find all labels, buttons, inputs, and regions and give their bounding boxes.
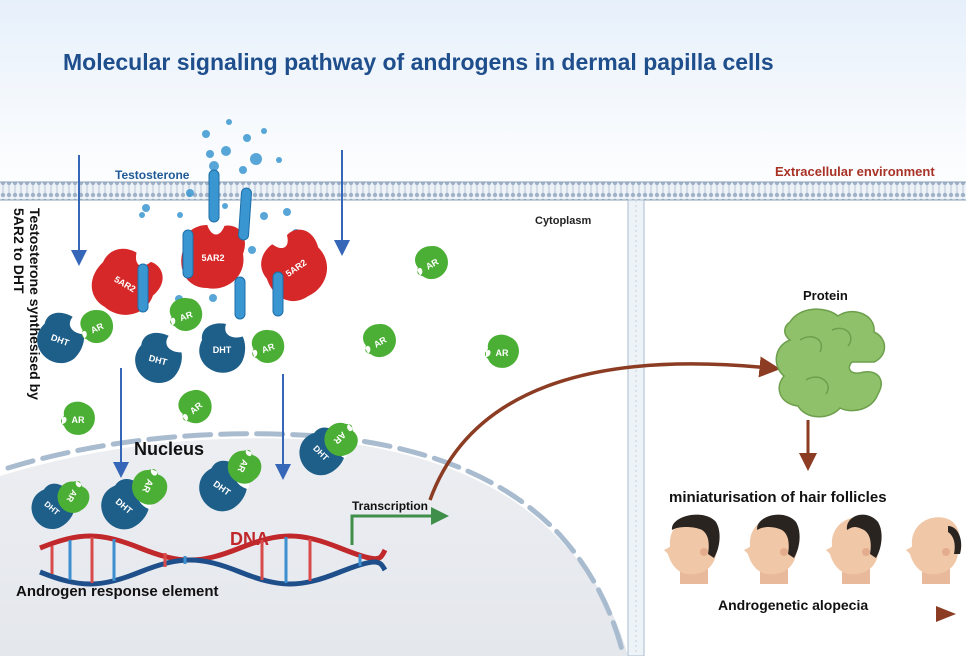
testosterone-channel-icon [182, 229, 194, 279]
testosterone-dot-icon [209, 161, 219, 171]
svg-text:DHT: DHT [148, 353, 169, 368]
testosterone-dot-icon [239, 166, 247, 174]
androgen-receptor-icon: AR [178, 389, 212, 424]
are-label: Androgen response element [16, 583, 219, 600]
testosterone-channel-icon [208, 169, 220, 223]
cell-membrane [0, 182, 966, 200]
testosterone-channel-icon [272, 271, 284, 317]
enzyme-5ar2-icon: 5AR2 [261, 229, 327, 301]
transcription-arrow [350, 507, 449, 545]
testosterone-dot-icon [177, 212, 183, 218]
testosterone-dot-icon [139, 212, 145, 218]
alopecia-label: Androgenetic alopecia [718, 597, 868, 613]
svg-text:AR: AR [72, 415, 85, 425]
head-silhouette-icon [744, 514, 800, 584]
transcription-to-protein-arrow [428, 356, 781, 501]
dht-molecule-icon: DHT [199, 323, 246, 373]
testosterone-channel-icon [238, 187, 252, 241]
testosterone-dot-icon [202, 130, 210, 138]
transcription-label: Transcription [352, 499, 428, 513]
testosterone-dot-icon [186, 189, 194, 197]
androgen-receptor-icon: AR [227, 449, 262, 484]
dht-molecule-icon: DHT [135, 332, 183, 384]
dna-label: DNA [230, 529, 269, 549]
protein-label: Protein [803, 288, 848, 303]
testosterone-dot-icon [261, 128, 267, 134]
page-title: Molecular signaling pathway of androgens… [63, 49, 774, 75]
testosterone-dot-icon [250, 153, 262, 165]
svg-text:5AR2: 5AR2 [201, 253, 224, 263]
testosterone-dot-icon [142, 204, 150, 212]
testosterone-dot-icon [283, 208, 291, 216]
androgen-receptor-icon: AR [57, 480, 90, 513]
miniaturisation-label: miniaturisation of hair follicles [669, 489, 887, 506]
testosterone-dot-icon [222, 203, 228, 209]
testosterone-dot-icon [243, 134, 251, 142]
testosterone-dot-icon [209, 294, 217, 302]
testosterone-dot-icon [221, 146, 231, 156]
testosterone-channel-icon [234, 276, 246, 320]
head-progression [664, 514, 962, 584]
testosterone-label: Testosterone [115, 168, 190, 182]
nucleus-label: Nucleus [134, 439, 204, 459]
androgen-receptor-icon: AR [169, 297, 203, 332]
androgen-receptor-icon: AR [415, 246, 448, 280]
svg-text:AR: AR [178, 309, 194, 323]
nuclear-envelope [5, 431, 625, 653]
head-silhouette-icon [826, 514, 882, 584]
testosterone-dot-icon [206, 150, 214, 158]
testosterone-dot-icon [226, 119, 232, 125]
side-label-line2: 5AR2 to DHT [11, 208, 27, 294]
testosterone-dot-icon [248, 246, 256, 254]
androgen-receptor-icon: AR [61, 401, 95, 435]
testosterone-channel-icon [137, 263, 149, 313]
svg-text:AR: AR [496, 348, 509, 358]
cytoplasm-label: Cytoplasm [535, 215, 591, 227]
androgen-receptor-icon: AR [324, 422, 358, 456]
extracellular-label: Extracellular environment [775, 164, 935, 179]
testosterone-dot-icon [260, 212, 268, 220]
androgen-receptor-icon: AR [485, 334, 519, 368]
androgen-receptor-icon: AR [363, 324, 396, 358]
svg-text:AR: AR [260, 341, 276, 355]
testosterone-dot-icon [276, 157, 282, 163]
protein-icon [775, 308, 886, 418]
cell-divider [627, 199, 645, 656]
dht-molecule-icon: DHT [37, 312, 86, 364]
side-label-line1: Testosterone synthesised by [27, 208, 43, 400]
androgen-receptor-icon: AR [132, 468, 168, 505]
head-silhouette-icon [664, 514, 720, 584]
androgen-receptor-icon: AR [251, 329, 285, 364]
enzyme-5ar2-icon: 5AR2 [181, 224, 245, 289]
svg-text:AR: AR [139, 477, 155, 494]
androgen-receptor-icon: AR [80, 310, 114, 344]
dna-helix [39, 533, 388, 587]
svg-text:DHT: DHT [213, 345, 232, 355]
head-silhouette-icon [906, 517, 962, 584]
